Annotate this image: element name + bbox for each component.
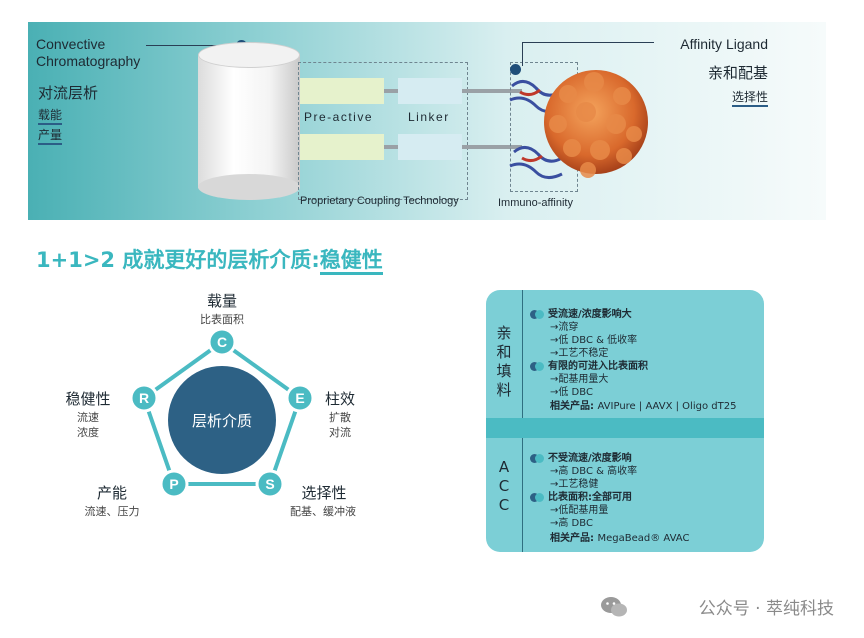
capacity-sub: 比表面积	[200, 313, 244, 326]
headline-underlined: 稳健性	[319, 248, 383, 275]
products-label: 相关产品:	[550, 533, 598, 544]
linker-box-top	[398, 78, 462, 104]
list-item: →低 DBC	[550, 387, 593, 398]
pre-active-label: Pre-active	[304, 110, 374, 124]
affinity-ligand-cn-title: 亲和配基	[707, 64, 768, 82]
bottom-divider-line	[522, 438, 523, 552]
bullet-icon	[530, 493, 544, 502]
wechat-icon	[601, 597, 627, 617]
panel-separator-band	[486, 418, 764, 438]
pre-active-box-bottom	[300, 134, 384, 160]
acc-side-label: A C C	[498, 458, 510, 514]
efficiency-label: 柱效	[324, 390, 355, 408]
affinity-pointer-line	[522, 42, 654, 43]
list-item: →低 DBC & 低收率	[550, 335, 638, 346]
coupling-technology-caption: Proprietary Coupling Technology	[300, 195, 459, 207]
connector-top-2	[462, 89, 522, 93]
list-item: →流穿	[550, 322, 579, 333]
products-value: MegaBead® AVAC	[597, 533, 690, 544]
capacity-label: 载量	[206, 292, 237, 310]
convective-chromatography-cn-title: 对流层析	[38, 84, 99, 102]
products-label: 相关产品:	[550, 401, 598, 412]
chromatography-pointer-line	[146, 45, 242, 46]
productivity-link[interactable]: 产量	[38, 128, 63, 145]
list-item: 比表面积:全部可用	[548, 492, 632, 503]
vertex-C	[207, 327, 237, 357]
vertex-R	[129, 383, 159, 413]
robustness-label: 稳健性	[65, 390, 111, 408]
bullet-icon	[530, 454, 544, 463]
list-item: 有限的可进入比表面积	[548, 361, 648, 372]
linker-box-bottom	[398, 134, 462, 160]
hero-banner: Convective Chromatography 对流层析 载能 产量 Pre…	[28, 22, 826, 220]
productivity-sub: 流速、压力	[84, 505, 140, 518]
center-label: 层析介质	[192, 412, 252, 430]
selectivity-link[interactable]: 选择性	[731, 90, 768, 107]
pentagon-graphic: C E S P R 层析介质	[129, 327, 315, 499]
vertex-letter-E: E	[295, 390, 304, 406]
robustness-sub: 流速 浓度	[77, 411, 99, 439]
list-item: →工艺不稳定	[550, 348, 609, 359]
products-value: AVIPure | AAVX | Oligo dT25	[597, 401, 737, 412]
efficiency-sub: 扩散 对流	[329, 411, 351, 439]
vertex-letter-P: P	[169, 476, 178, 492]
headline-prefix: 1+1>2 成就更好的层析介质:	[36, 248, 320, 272]
acc-products: 相关产品: MegaBead® AVAC	[550, 532, 689, 545]
center-circle	[168, 366, 276, 474]
list-item: 受流速/浓度影响大	[548, 309, 632, 320]
vertex-E	[285, 383, 315, 413]
vertex-letter-R: R	[139, 390, 149, 406]
affinity-pointer-dot	[510, 64, 521, 75]
list-item: 不受流速/浓度影响	[548, 453, 632, 464]
coupling-technology-frame	[298, 62, 468, 200]
connector-bottom-2	[462, 145, 522, 149]
vertex-S	[255, 469, 285, 499]
affinity-ligand-title: Affinity Ligand	[680, 36, 768, 52]
convective-chromatography-title: Convective Chromatography	[36, 36, 141, 69]
monolith-column-image	[198, 42, 300, 200]
affinity-resin-products: 相关产品: AVIPure | AAVX | Oligo dT25	[550, 400, 736, 413]
vertex-P	[159, 469, 189, 499]
affinity-pointer-drop	[522, 42, 523, 66]
capacity-link[interactable]: 载能	[38, 108, 63, 125]
affinity-resin-side-label: 亲 和 填 料	[496, 324, 512, 399]
top-divider-line	[522, 290, 523, 418]
vertex-letter-S: S	[265, 476, 274, 492]
immuno-affinity-caption: Immuno-affinity	[498, 197, 573, 209]
list-item: →配基用量大	[550, 374, 609, 385]
connector-top-1	[384, 89, 398, 93]
linker-label: Linker	[408, 110, 450, 124]
pre-active-box-top	[300, 78, 384, 104]
bullet-icon	[530, 310, 544, 319]
virus-particle-image	[544, 70, 648, 178]
connector-bottom-1	[384, 145, 398, 149]
selectivity-label: 选择性	[301, 484, 347, 502]
pentagon-diagram: C E S P R 层析介质 载量 比表面积 柱效 扩散 对流 选择性 配基、缓…	[40, 280, 400, 540]
section-headline: 1+1>2 成就更好的层析介质:稳健性	[36, 244, 383, 275]
list-item: →低配基用量	[550, 505, 609, 516]
vertex-letter-C: C	[217, 334, 227, 350]
list-item: →工艺稳健	[550, 479, 599, 490]
bullet-icon	[530, 362, 544, 371]
comparison-panel: 亲 和 填 料 A C C 受流速/浓度影响大 →流穿 →低 DBC & 低收率 →工…	[486, 290, 764, 552]
list-item: →高 DBC	[550, 518, 593, 529]
selectivity-sub: 配基、缓冲液	[290, 505, 356, 518]
productivity-label: 产能	[96, 484, 127, 502]
list-item: →高 DBC & 高收率	[550, 466, 638, 477]
footer-account-name: 公众号 · 萃纯科技	[698, 599, 834, 619]
